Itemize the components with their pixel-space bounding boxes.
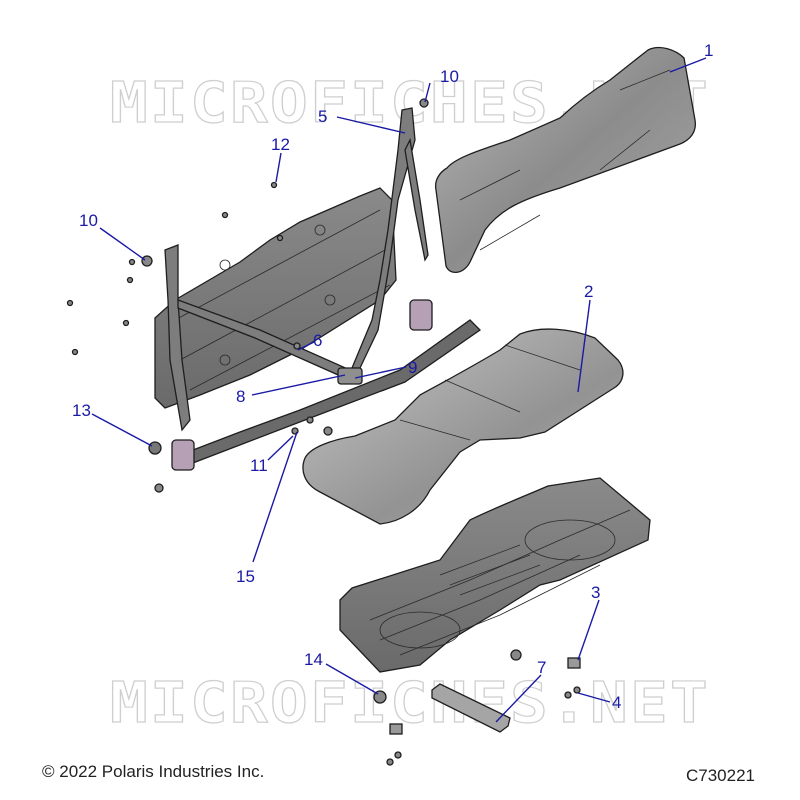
- callouts: 1 2 3 4 5 6 7 8 9 10 10 11 12 13 14 15: [72, 41, 713, 712]
- watermark-bottom: MICROFICHES.NET: [110, 671, 710, 736]
- callout-1: 1: [704, 41, 713, 60]
- callout-6: 6: [313, 331, 322, 350]
- callout-2: 2: [584, 282, 593, 301]
- hardware: [66, 98, 581, 766]
- copyright-text: © 2022 Polaris Industries Inc.: [42, 762, 265, 781]
- seat-base-pan: [339, 477, 651, 673]
- callout-14: 14: [304, 650, 323, 669]
- seat-back-cushion: [434, 46, 696, 273]
- bracket-7: [431, 683, 511, 733]
- seat-bottom-cushion: [302, 328, 624, 525]
- callout-10-top: 10: [440, 67, 459, 86]
- callout-10-left: 10: [79, 211, 98, 230]
- callout-8: 8: [236, 387, 245, 406]
- callout-15: 15: [236, 567, 255, 586]
- callout-13: 13: [72, 401, 91, 420]
- callout-11: 11: [250, 456, 268, 475]
- callout-3: 3: [591, 583, 600, 602]
- callout-4: 4: [612, 693, 621, 712]
- callout-7: 7: [537, 658, 546, 677]
- callout-5: 5: [318, 107, 327, 126]
- leader-lines: [91, 57, 707, 723]
- diagram-code: C730221: [686, 766, 756, 785]
- callout-9: 9: [408, 358, 417, 377]
- seat-belt-assembly: [164, 107, 482, 471]
- callout-12: 12: [271, 135, 290, 154]
